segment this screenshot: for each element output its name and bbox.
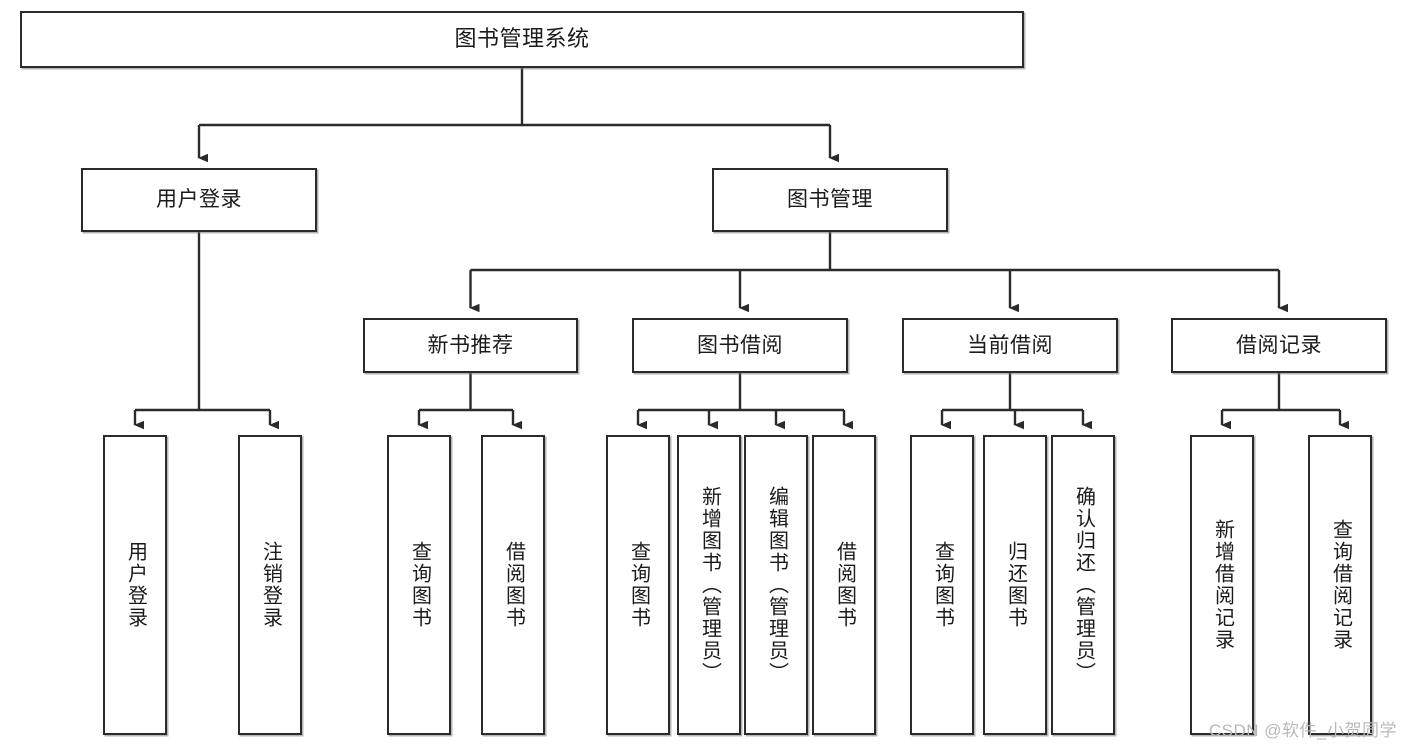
node-label: 注销登录 xyxy=(259,541,282,629)
watermark-text: CSDN @软件_小贺同学 xyxy=(1208,721,1397,740)
node-label: 借阅记录 xyxy=(1236,333,1322,357)
node-label: 查询图书 xyxy=(931,541,954,629)
node-借阅图书-7[interactable]: 借阅图书 xyxy=(812,435,876,735)
node-注销登录-1[interactable]: 注销登录 xyxy=(238,435,302,735)
node-label: 图书管理 xyxy=(787,188,873,212)
node-label: 编辑图书（管理员） xyxy=(765,486,788,684)
node-label: 确认归还（管理员） xyxy=(1072,486,1095,684)
node-新书推荐[interactable]: 新书推荐 xyxy=(363,318,578,373)
node-用户登录[interactable]: 用户登录 xyxy=(81,168,317,232)
node-查询图书-8[interactable]: 查询图书 xyxy=(910,435,974,735)
node-新增图书管理员-5[interactable]: 新增图书（管理员） xyxy=(677,435,741,735)
node-图书管理系统[interactable]: 图书管理系统 xyxy=(20,11,1024,68)
node-label: 借阅图书 xyxy=(502,541,525,629)
node-label: 新增图书（管理员） xyxy=(698,486,721,684)
node-label: 查询图书 xyxy=(627,541,650,629)
node-label: 图书借阅 xyxy=(697,333,783,357)
node-label: 用户登录 xyxy=(124,541,147,629)
node-label: 查询图书 xyxy=(408,541,431,629)
node-查询借阅记录-12[interactable]: 查询借阅记录 xyxy=(1308,435,1372,735)
node-借阅图书-3[interactable]: 借阅图书 xyxy=(481,435,545,735)
node-当前借阅[interactable]: 当前借阅 xyxy=(902,318,1118,373)
node-查询图书-4[interactable]: 查询图书 xyxy=(606,435,670,735)
node-label: 新书推荐 xyxy=(427,333,514,357)
node-label: 借阅图书 xyxy=(833,541,856,629)
node-label: 用户登录 xyxy=(156,188,242,212)
node-确认归还管理员-10[interactable]: 确认归还（管理员） xyxy=(1051,435,1115,735)
node-图书借阅[interactable]: 图书借阅 xyxy=(632,318,848,373)
node-图书管理[interactable]: 图书管理 xyxy=(712,168,948,232)
node-编辑图书管理员-6[interactable]: 编辑图书（管理员） xyxy=(744,435,808,735)
node-label: 归还图书 xyxy=(1004,541,1027,629)
node-查询图书-2[interactable]: 查询图书 xyxy=(387,435,451,735)
node-label: 查询借阅记录 xyxy=(1329,519,1352,651)
connector-lines xyxy=(133,68,1349,430)
node-label: 新增借阅记录 xyxy=(1211,519,1234,651)
node-用户登录-0[interactable]: 用户登录 xyxy=(103,435,167,735)
node-新增借阅记录-11[interactable]: 新增借阅记录 xyxy=(1190,435,1254,735)
node-借阅记录[interactable]: 借阅记录 xyxy=(1171,318,1387,373)
node-label: 图书管理系统 xyxy=(454,26,590,52)
node-归还图书-9[interactable]: 归还图书 xyxy=(983,435,1047,735)
node-label: 当前借阅 xyxy=(967,333,1053,357)
